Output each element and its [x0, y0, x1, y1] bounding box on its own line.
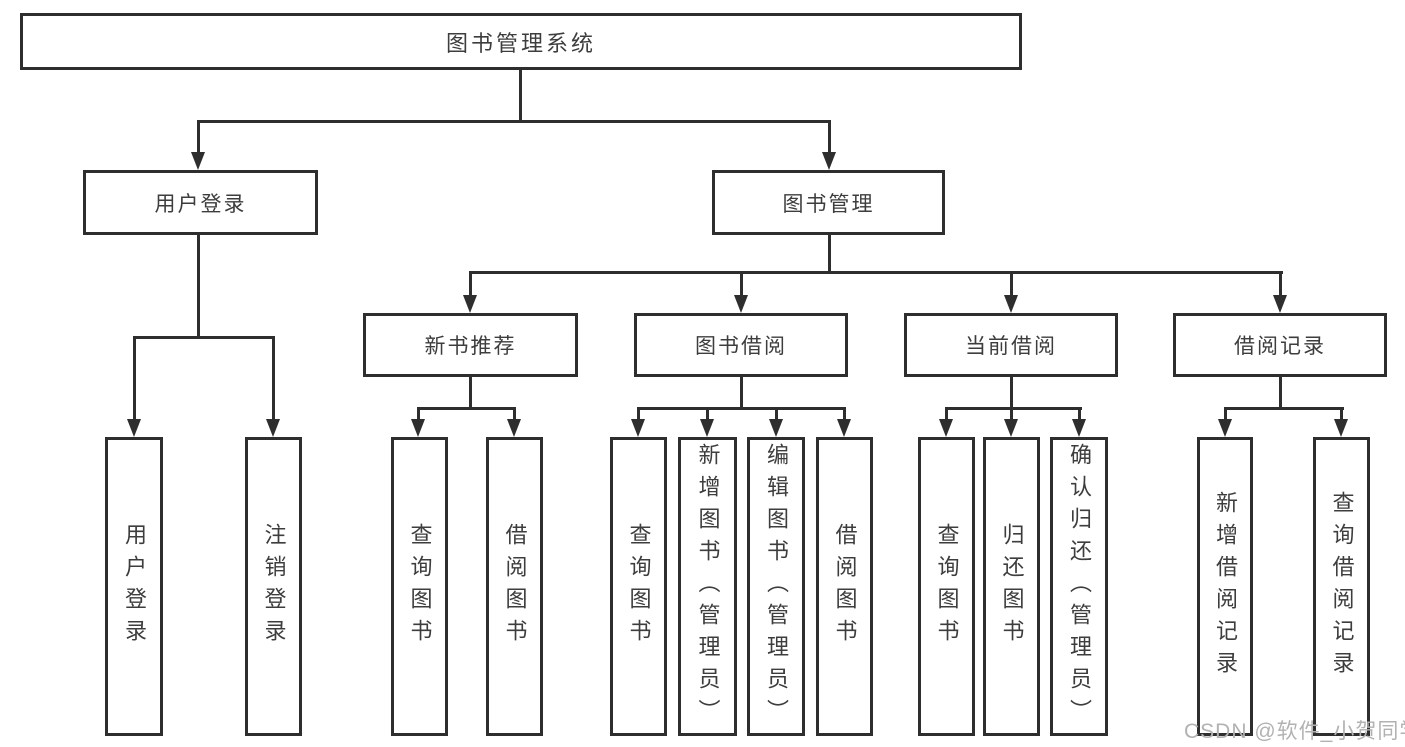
arrow-down-icon: [1273, 295, 1287, 313]
node-label: 借阅记录: [1234, 335, 1326, 358]
connector-current-rail: [945, 407, 1082, 410]
leaf-query-books-current: 查询图书: [918, 437, 975, 736]
node-label: 查询借阅记录: [1329, 490, 1355, 683]
connector-drop-leaf: [1078, 407, 1081, 421]
connector-drop-leaf: [843, 407, 846, 421]
connector-level2-rail: [469, 271, 1283, 274]
node-label: 编辑图书（管理员）: [764, 442, 789, 731]
node-label: 注销登录: [261, 522, 287, 651]
node-label: 用户登录: [122, 522, 147, 651]
connector-borrowing-rail: [637, 407, 846, 410]
node-borrowing-records: 借阅记录: [1173, 313, 1387, 377]
connector-level1-rail: [197, 120, 831, 123]
node-label: 归还图书: [999, 522, 1025, 651]
leaf-user-login: 用户登录: [105, 437, 163, 736]
node-label: 用户登录: [154, 192, 247, 216]
connector-drop-leaf: [706, 407, 709, 421]
node-label: 当前借阅: [965, 335, 1057, 358]
node-label: 新增图书（管理员）: [695, 442, 721, 731]
arrow-down-icon: [463, 295, 477, 313]
csdn-watermark: CSDN @软件_小贺同学: [1184, 720, 1405, 743]
connector-drop-borrowing: [740, 271, 743, 297]
connector-recommend-stem: [469, 377, 472, 409]
arrow-down-icon: [1004, 295, 1018, 313]
node-label: 借阅图书: [832, 522, 858, 651]
node-book-management: 图书管理: [712, 170, 945, 235]
leaf-add-borrow-record: 新增借阅记录: [1197, 437, 1253, 736]
leaf-query-books-recommend: 查询图书: [391, 437, 448, 736]
arrow-down-icon: [734, 295, 748, 313]
connector-drop-recommend: [469, 271, 472, 297]
connector-drop-leaf: [945, 407, 948, 421]
arrow-down-icon: [822, 152, 836, 170]
connector-drop-leaf: [637, 407, 640, 421]
leaf-query-borrow-record: 查询借阅记录: [1313, 437, 1370, 736]
leaf-borrow-books: 借阅图书: [816, 437, 873, 736]
connector-records-stem: [1279, 377, 1282, 409]
connector-user-login-rail: [133, 336, 275, 339]
leaf-query-books-borrow: 查询图书: [610, 437, 667, 736]
arrow-down-icon: [266, 419, 280, 437]
connector-recommend-rail: [417, 407, 516, 410]
arrow-down-icon: [1004, 419, 1018, 437]
node-current-borrowing: 当前借阅: [904, 313, 1118, 377]
arrow-down-icon: [1218, 419, 1232, 437]
arrow-down-icon: [411, 419, 425, 437]
node-label: 查询图书: [626, 522, 652, 651]
leaf-logout: 注销登录: [245, 437, 302, 736]
connector-root-stem: [519, 69, 522, 120]
leaf-edit-books-admin: 编辑图书（管理员）: [747, 437, 805, 736]
node-user-login: 用户登录: [83, 170, 318, 235]
arrow-down-icon: [837, 419, 851, 437]
node-label: 新书推荐: [424, 335, 517, 358]
connector-drop-leaf: [775, 407, 778, 421]
node-label: 借阅图书: [502, 522, 528, 651]
connector-drop-leaf: [133, 336, 136, 420]
arrow-down-icon: [700, 419, 714, 437]
arrow-down-icon: [631, 419, 645, 437]
connector-borrowing-stem: [740, 377, 743, 409]
node-library-management-system: 图书管理系统: [20, 13, 1022, 70]
node-label: 查询图书: [407, 522, 433, 651]
connector-user-login-stem: [197, 235, 200, 336]
node-label: 确认归还（管理员）: [1067, 442, 1092, 731]
leaf-return-books: 归还图书: [983, 437, 1040, 736]
arrow-down-icon: [1334, 419, 1348, 437]
leaf-add-books-admin: 新增图书（管理员）: [678, 437, 737, 736]
connector-drop-leaf: [417, 407, 420, 421]
leaf-confirm-return-admin: 确认归还（管理员）: [1050, 437, 1108, 736]
connector-drop-current: [1010, 271, 1013, 297]
node-label: 查询图书: [934, 522, 960, 651]
connector-drop-leaf: [1224, 407, 1227, 421]
connector-drop-leaf: [1340, 407, 1343, 421]
node-label: 图书借阅: [695, 335, 787, 358]
node-label: 图书管理系统: [445, 30, 596, 56]
connector-drop-leaf: [513, 407, 516, 421]
arrow-down-icon: [127, 419, 141, 437]
arrow-down-icon: [507, 419, 521, 437]
arrow-down-icon: [1072, 419, 1086, 437]
node-label: 图书管理: [782, 192, 875, 216]
leaf-borrow-books-recommend: 借阅图书: [486, 437, 543, 736]
connector-drop-records: [1279, 271, 1282, 297]
connector-current-stem: [1010, 377, 1013, 409]
connector-drop-book-management: [828, 120, 831, 156]
node-new-book-recommendation: 新书推荐: [363, 313, 578, 377]
node-book-borrowing: 图书借阅: [634, 313, 848, 377]
connector-records-rail: [1224, 407, 1344, 410]
connector-drop-user-login: [197, 120, 200, 156]
arrow-down-icon: [769, 419, 783, 437]
connector-drop-leaf: [272, 336, 275, 420]
connector-book-management-stem: [828, 235, 831, 273]
node-label: 新增借阅记录: [1213, 490, 1238, 683]
connector-drop-leaf: [1010, 407, 1013, 421]
arrow-down-icon: [191, 152, 205, 170]
arrow-down-icon: [939, 419, 953, 437]
